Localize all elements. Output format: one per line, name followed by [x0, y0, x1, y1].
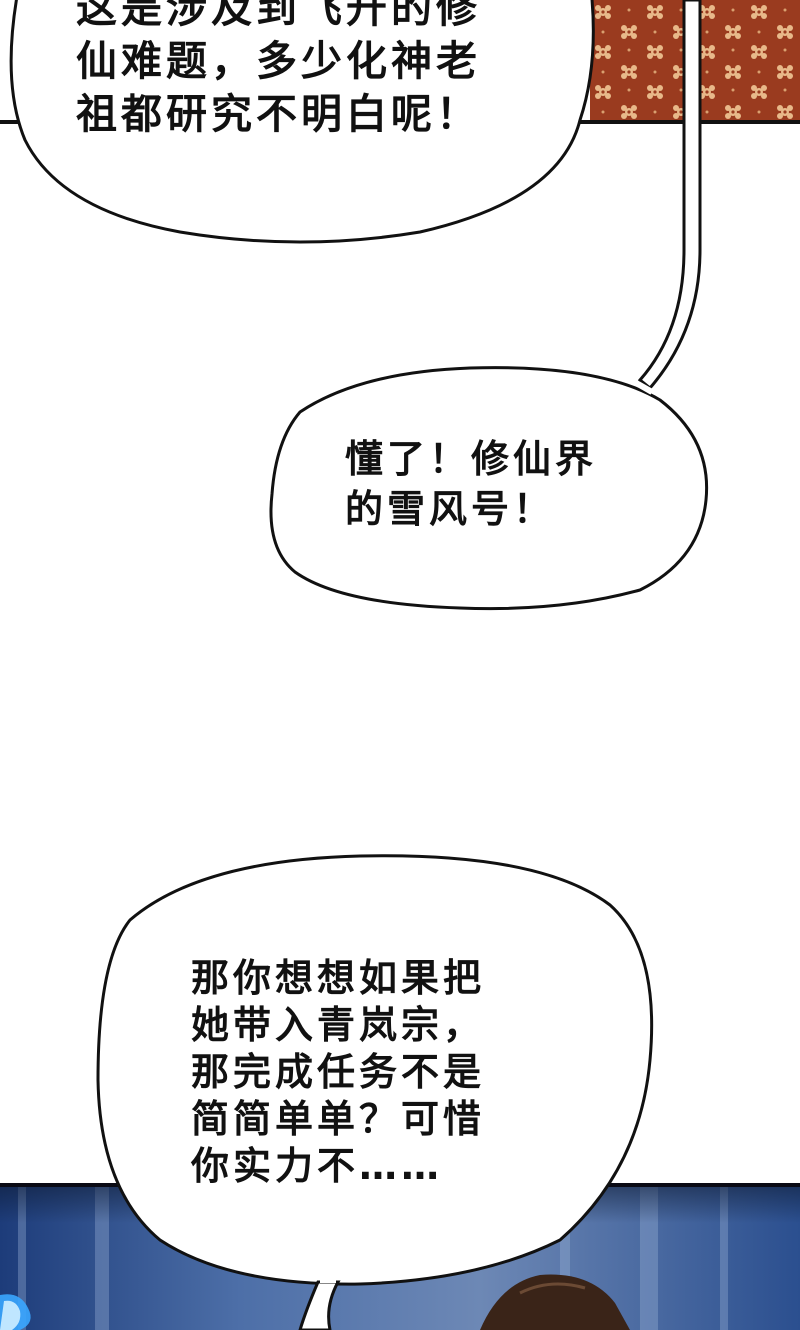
glow-effect — [0, 1294, 31, 1330]
speech-bubble-1-text: 这是涉及到飞升的修 仙难题，多少化神老 祖都研究不明白呢！ — [76, 0, 481, 138]
blue-scene-art — [0, 1183, 800, 1330]
floral-pattern-background — [590, 0, 800, 124]
character-hair — [480, 1274, 630, 1330]
bottom-panel — [0, 1183, 800, 1330]
speech-bubble-3-text: 那你想想如果把 她带入青岚宗， 那完成任务不是 简简单单？可惜 你实力不…… — [191, 956, 486, 1188]
speech-bubble-2-text: 懂了！修仙界 的雪风号！ — [345, 437, 598, 531]
